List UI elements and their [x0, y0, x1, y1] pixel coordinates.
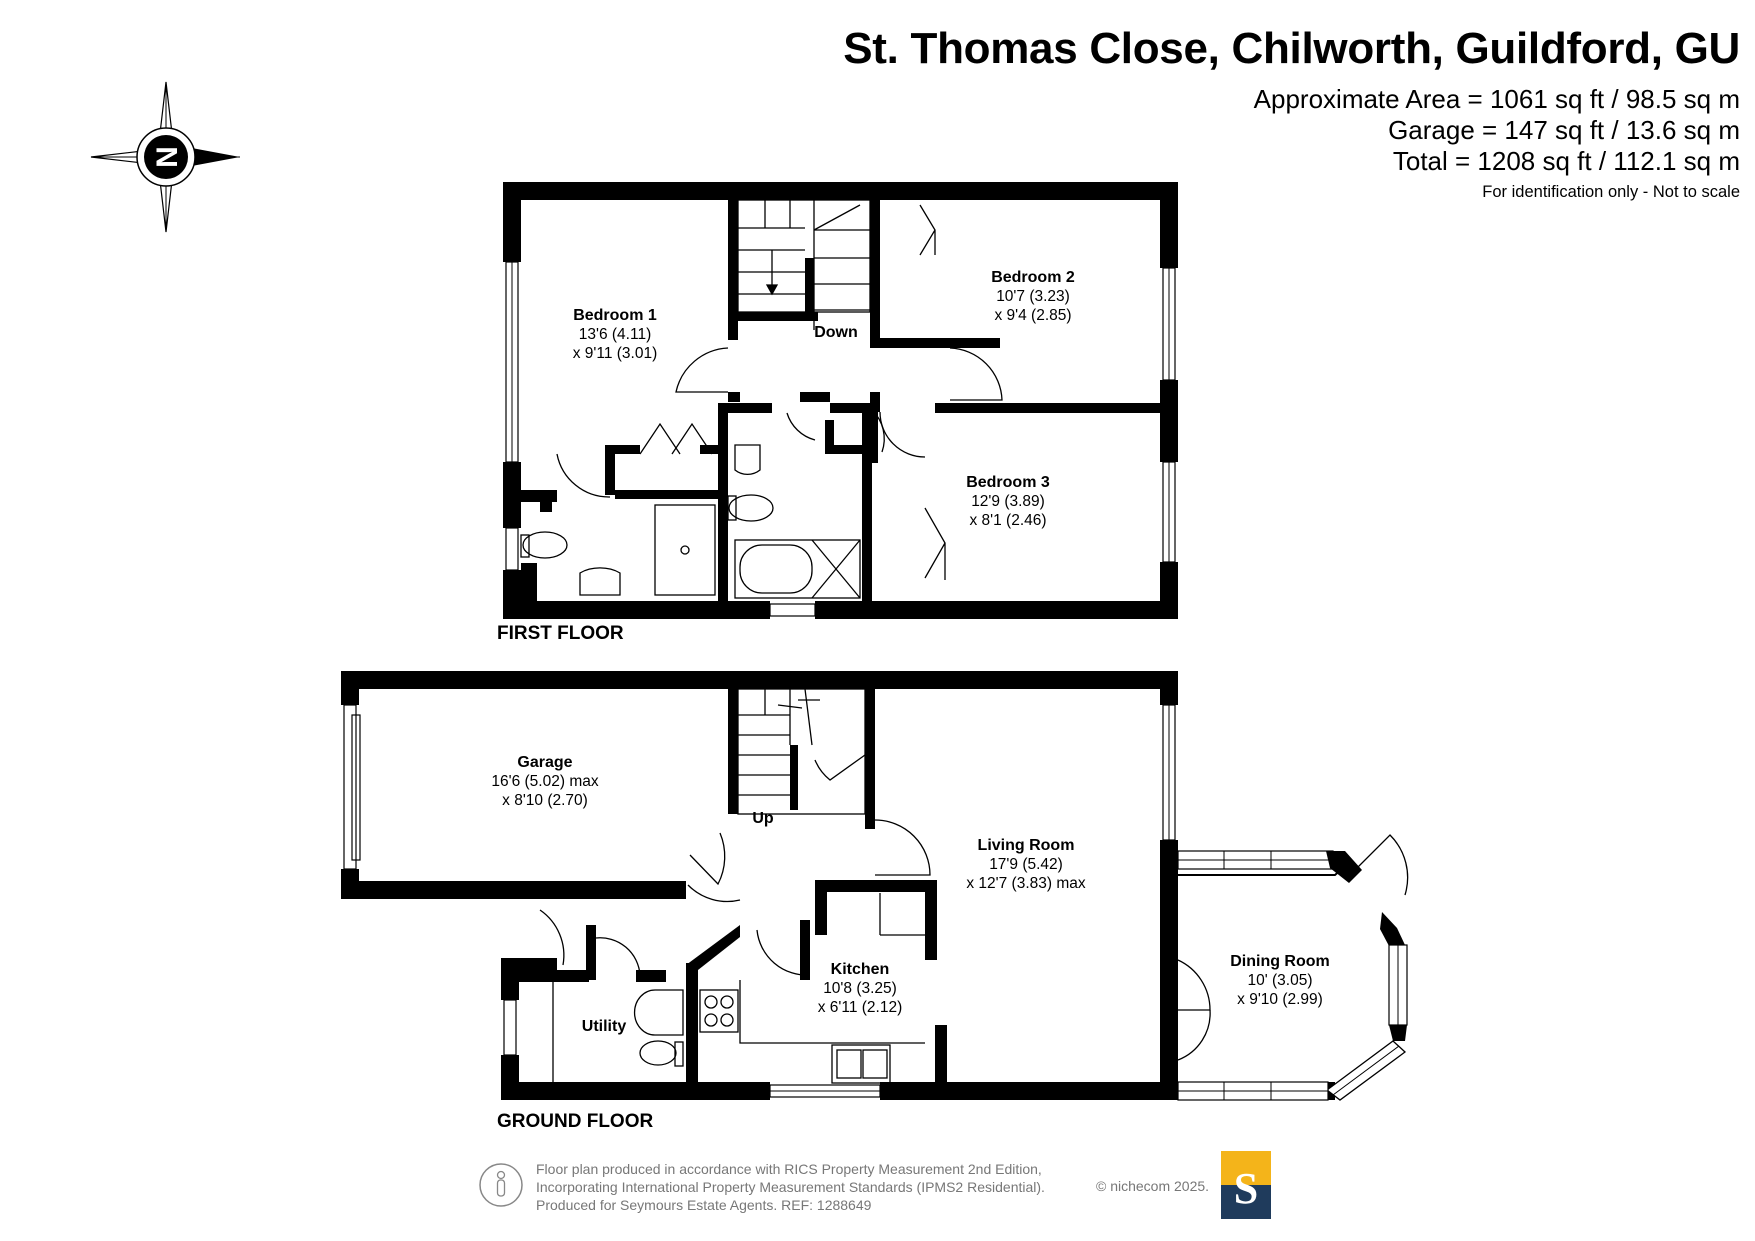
room-name-bedroom-2: Bedroom 2 [991, 269, 1075, 286]
ground-floor-details [539, 688, 1211, 1084]
disclaimer-note: For identification only - Not to scale [1482, 183, 1740, 201]
room-dims: 10'7 (3.23) [996, 288, 1070, 305]
stairs-up-label: Up [752, 810, 774, 827]
footer-line: Floor plan produced in accordance with R… [536, 1161, 1042, 1177]
approximate-area: Approximate Area = 1061 sq ft / 98.5 sq … [1253, 84, 1740, 114]
room-name-bedroom-1: Bedroom 1 [573, 307, 657, 324]
room-dims: 16'6 (5.02) max [491, 773, 598, 790]
room-dims: x 8'10 (2.70) [502, 792, 588, 809]
dining-bay [1177, 834, 1409, 1101]
seymours-logo: S [1221, 1151, 1271, 1219]
person-icon [479, 1163, 523, 1207]
room-name-garage: Garage [517, 754, 572, 771]
room-dims: x 8'1 (2.46) [969, 512, 1046, 529]
copyright-text: © nichecom 2025. [1096, 1178, 1210, 1194]
room-name-utility: Utility [582, 1018, 627, 1035]
room-dims: x 9'11 (3.01) [573, 345, 658, 362]
ground-floor-label: GROUND FLOOR [497, 1111, 653, 1132]
property-title: St. Thomas Close, Chilworth, Guildford, … [843, 24, 1740, 73]
ground-floor-plan [341, 671, 1335, 1100]
compass-rose-icon: N [90, 81, 240, 233]
room-dims: x 9'4 (2.85) [994, 307, 1071, 324]
footer-line: Incorporating International Property Mea… [536, 1179, 1045, 1195]
first-floor-plan [503, 182, 1178, 619]
room-dims: 13'6 (4.11) [579, 326, 651, 343]
room-dims: 10' (3.05) [1248, 972, 1313, 989]
room-dims: x 6'11 (2.12) [818, 999, 903, 1016]
room-dims: 10'8 (3.25) [823, 980, 897, 997]
room-name-living-room: Living Room [978, 837, 1075, 854]
room-dims: x 12'7 (3.83) max [966, 875, 1086, 892]
first-floor-details [520, 199, 1003, 599]
room-name-bedroom-3: Bedroom 3 [966, 474, 1050, 491]
footer-text: Floor plan produced in accordance with R… [536, 1160, 1045, 1214]
compass-north-letter: N [151, 146, 184, 168]
total-area: Total = 1208 sq ft / 112.1 sq m [1392, 146, 1740, 176]
garage-area: Garage = 147 sq ft / 13.6 sq m [1388, 115, 1740, 145]
footer-line: Produced for Seymours Estate Agents. REF… [536, 1197, 872, 1213]
room-dims: 17'9 (5.42) [989, 856, 1063, 873]
room-dims: 12'9 (3.89) [971, 493, 1045, 510]
logo-letter: S [1234, 1164, 1258, 1213]
room-name-kitchen: Kitchen [831, 961, 890, 978]
room-dims: x 9'10 (2.99) [1237, 991, 1323, 1008]
stairs-down-label: Down [814, 324, 858, 341]
first-floor-label: FIRST FLOOR [497, 623, 624, 644]
room-name-dining-room: Dining Room [1230, 953, 1330, 970]
